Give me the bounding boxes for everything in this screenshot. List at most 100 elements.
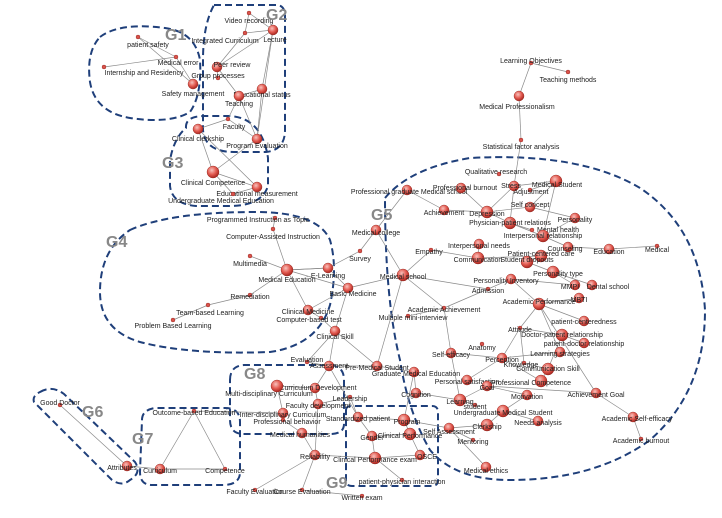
node-label: Problem Based Learning bbox=[134, 323, 211, 330]
node-medical-education: Medical Education bbox=[258, 263, 316, 284]
node-label: Mental health bbox=[537, 227, 579, 234]
edge bbox=[301, 454, 316, 491]
node-dot bbox=[191, 408, 197, 414]
node-personality-type: Personality type bbox=[533, 265, 583, 279]
node-label: patient-doctor relationship bbox=[544, 341, 625, 348]
edge bbox=[314, 403, 319, 456]
node-dot bbox=[270, 226, 276, 232]
edge bbox=[314, 454, 376, 459]
node-program-evaluation: Program Evaluation bbox=[226, 133, 288, 150]
node-label: Group processes bbox=[191, 73, 245, 80]
node-dot bbox=[272, 215, 278, 221]
node-dot bbox=[230, 191, 236, 197]
node-adjustment: Adjustment bbox=[513, 187, 549, 196]
node-dot bbox=[529, 227, 535, 233]
node-anatomy: Anatomy bbox=[468, 341, 496, 352]
node-dot bbox=[296, 427, 308, 439]
node-dot bbox=[408, 366, 420, 378]
node-label: Clerkship bbox=[472, 424, 501, 431]
node-label: Faculty Evaluation bbox=[226, 489, 283, 496]
node-reliability: Reliability bbox=[300, 449, 330, 461]
node-label: Medical error bbox=[158, 60, 200, 67]
node-clinical-perf-exam: Clinical Performance exam bbox=[333, 451, 417, 465]
node-dot bbox=[329, 325, 341, 337]
edge bbox=[443, 288, 489, 309]
node-professional-competence: Professional Competence bbox=[491, 374, 571, 388]
node-student: student bbox=[464, 402, 487, 411]
node-dot bbox=[470, 437, 476, 443]
node-label: Multi-disciplinary Curriculum bbox=[225, 391, 313, 398]
node-label: Graduate Medical Education bbox=[372, 371, 460, 378]
node-cognition: Cognition bbox=[401, 387, 431, 399]
node-dot bbox=[247, 253, 253, 259]
node-dot bbox=[280, 417, 286, 423]
node-label: Teaching methods bbox=[540, 77, 597, 84]
node-educational-status: Educational status bbox=[233, 83, 291, 99]
node-dot bbox=[453, 393, 467, 407]
node-label: Clinical Competence bbox=[181, 180, 245, 187]
node-student-dropouts: Student dropouts bbox=[500, 255, 554, 269]
edge bbox=[595, 392, 634, 418]
edge bbox=[103, 56, 177, 68]
node-survey: Survey bbox=[349, 248, 371, 263]
node-label: Admission bbox=[472, 288, 504, 295]
node-label: Communication bbox=[454, 257, 503, 264]
node-label: Attributes bbox=[107, 465, 137, 472]
node-computer-assisted: Computer-Assisted Instruction bbox=[226, 226, 320, 241]
node-dot bbox=[527, 187, 533, 193]
node-dot bbox=[309, 382, 321, 394]
edge bbox=[403, 371, 415, 421]
node-undergrad-med-student: Undergraduate Medical Student bbox=[454, 404, 552, 418]
node-dot bbox=[546, 265, 560, 279]
node-dot bbox=[192, 123, 204, 135]
node-academic-burnout: Academic burnout bbox=[613, 436, 669, 445]
group-label-g9: G9 bbox=[326, 475, 347, 492]
edge bbox=[197, 128, 258, 188]
edge bbox=[197, 118, 229, 130]
edge bbox=[254, 454, 316, 491]
node-dot bbox=[396, 268, 410, 282]
node-team-based: Team-based Learning bbox=[176, 302, 244, 317]
node-multimedia: Multimedia bbox=[233, 253, 267, 268]
edge bbox=[347, 274, 404, 289]
edge bbox=[538, 297, 580, 305]
node-interpersonal-needs: Interpersonal needs bbox=[448, 238, 510, 250]
node-label: Leadership bbox=[333, 396, 368, 403]
node-label: Mentoring bbox=[457, 439, 488, 446]
node-label: Achievement bbox=[424, 210, 465, 217]
edge bbox=[216, 66, 240, 97]
node-qualitative-research: Qualitative research bbox=[465, 169, 527, 177]
node-label: Standardized patient bbox=[326, 416, 390, 423]
node-label: patient safety bbox=[127, 42, 169, 49]
node-clerkship: Clerkship bbox=[472, 418, 502, 432]
node-dental-school: Dental school bbox=[586, 279, 630, 291]
node-attitude: Attitude bbox=[508, 325, 532, 334]
node-label: Adjustment bbox=[513, 189, 548, 196]
node-dot bbox=[549, 174, 563, 188]
node-doctor-patient-rel: Doctor-patient relationship bbox=[521, 328, 603, 342]
node-label: Self-efficacy bbox=[432, 352, 470, 359]
node-label: Motivation bbox=[511, 394, 543, 401]
node-label: Basic Medicine bbox=[329, 291, 376, 298]
edge bbox=[334, 330, 378, 367]
node-leadership: Leadership bbox=[333, 394, 368, 403]
node-label: Multiple mini-interview bbox=[379, 315, 449, 322]
node-dot bbox=[403, 427, 417, 441]
node-dot bbox=[251, 181, 263, 193]
node-label: Inter-disciplinary Curriculum bbox=[240, 412, 327, 419]
group-label-g3: G3 bbox=[162, 155, 183, 172]
node-self-efficacy: Self-efficacy bbox=[432, 347, 470, 359]
node-attributes: Attributes bbox=[107, 460, 137, 472]
edge bbox=[238, 95, 258, 140]
node-dot bbox=[302, 304, 314, 316]
edge bbox=[513, 180, 557, 187]
node-evaluation: Evaluation bbox=[291, 357, 323, 365]
node-label: Educational measurement bbox=[216, 191, 297, 198]
node-dot bbox=[441, 305, 447, 311]
node-mentoring: Mentoring bbox=[457, 437, 489, 446]
node-mmpi: MMPI bbox=[561, 279, 581, 291]
edge bbox=[172, 304, 209, 321]
node-dot bbox=[586, 279, 598, 291]
node-dot bbox=[352, 411, 364, 423]
edge bbox=[407, 307, 445, 317]
